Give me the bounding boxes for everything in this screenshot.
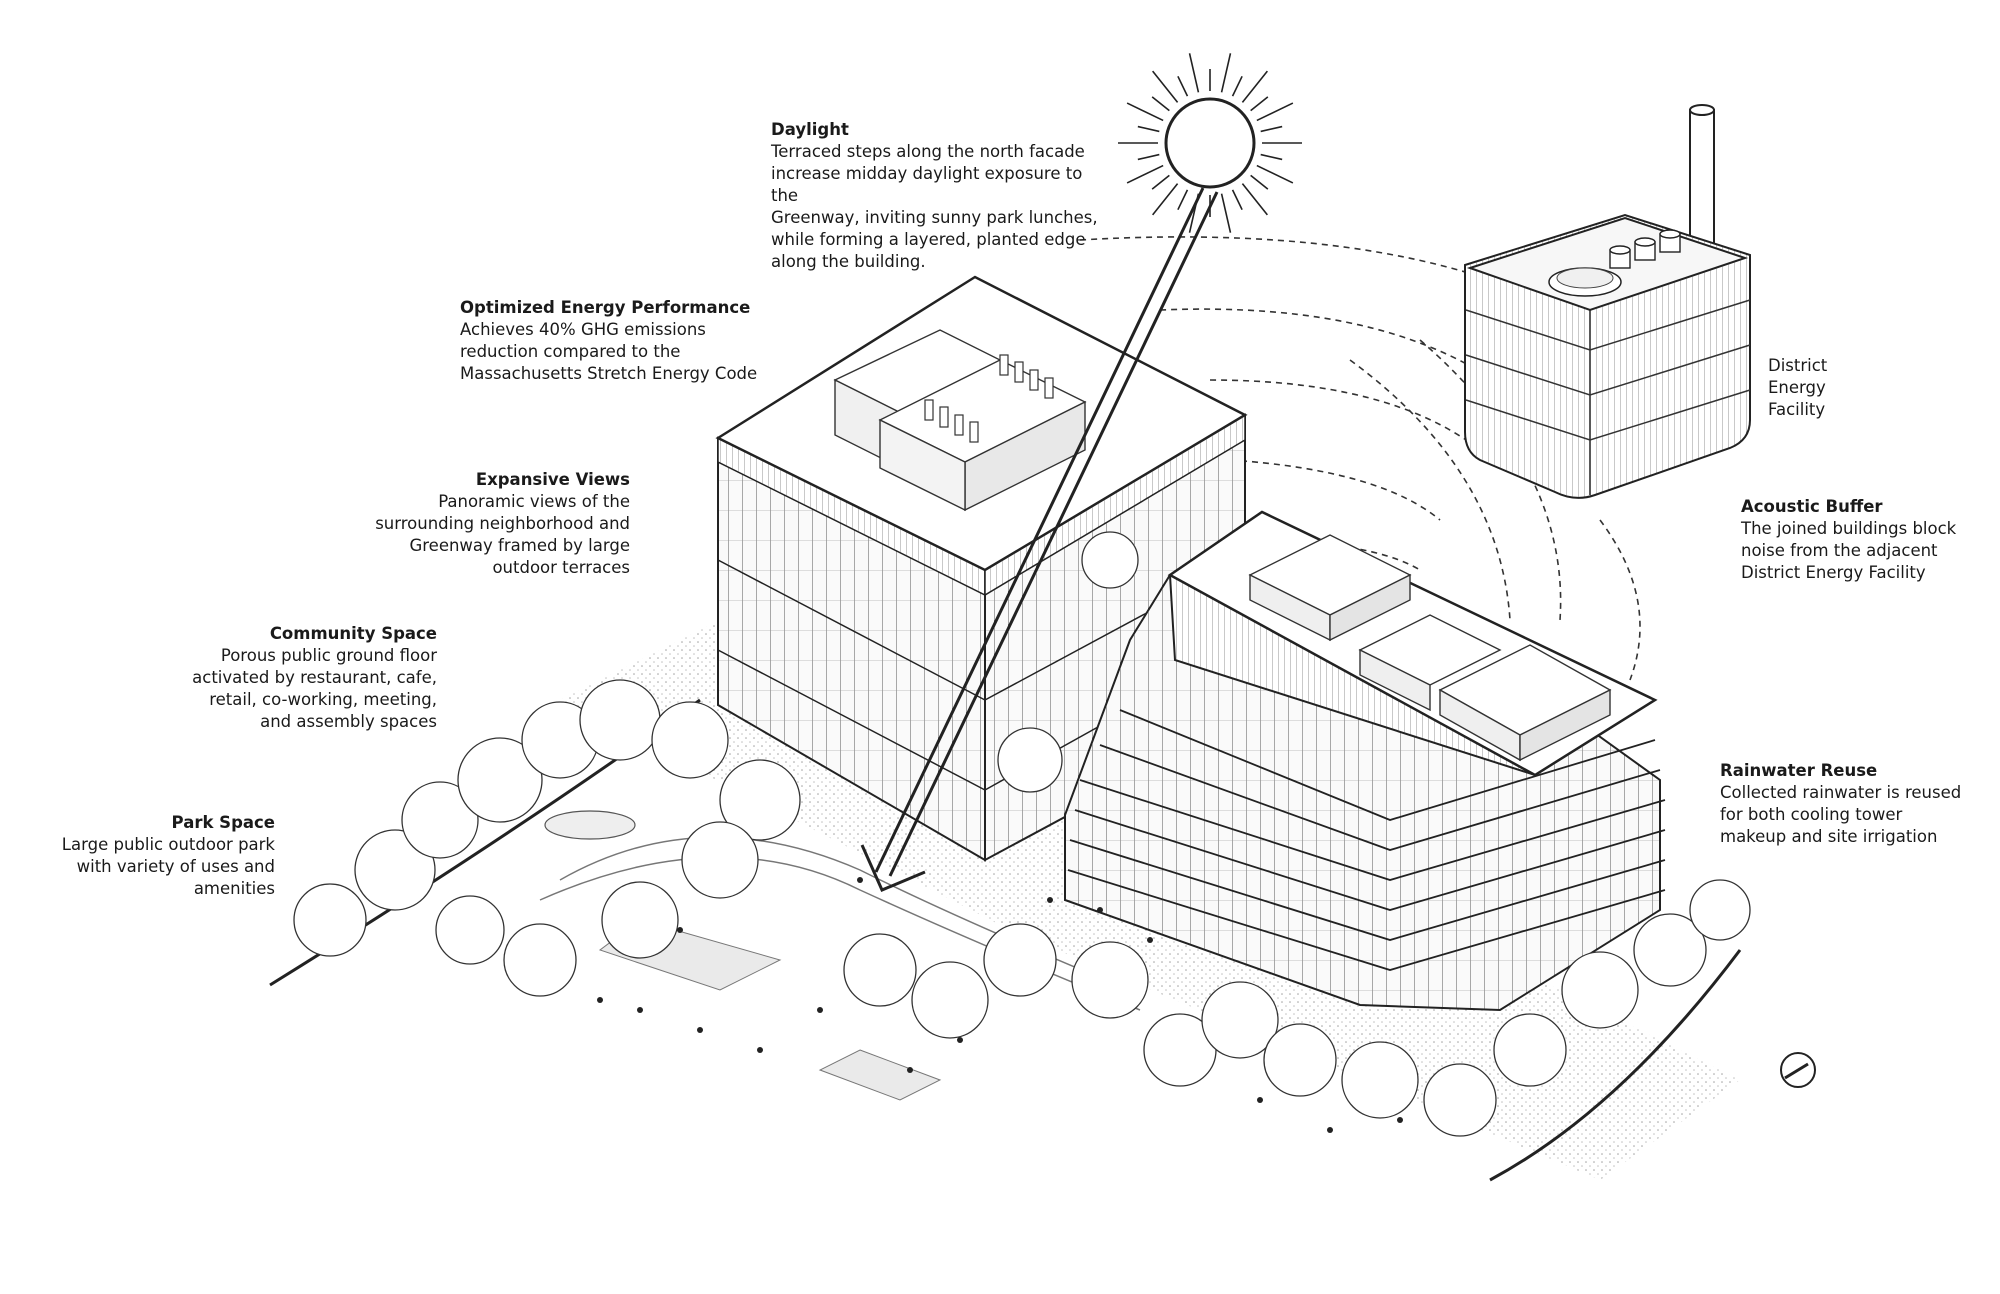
park-annotation: Park Space Large public outdoor park wit… [20, 812, 275, 900]
sun-ray [1260, 153, 1283, 161]
acoustic-line: District Energy Facility [1741, 563, 1926, 582]
energy-line: Massachusetts Stretch Energy Code [460, 364, 758, 383]
daylight-line: increase midday daylight exposure to the [771, 164, 1083, 205]
views-line: outdoor terraces [492, 558, 630, 577]
sun-ray [1188, 53, 1200, 93]
people [597, 877, 1403, 1133]
sun-ray [1260, 125, 1283, 133]
park-line: with variety of uses and [76, 857, 275, 876]
community-line: Porous public ground floor [220, 646, 437, 665]
views-annotation: Expansive Views Panoramic views of the s… [330, 469, 630, 579]
acoustic-line: noise from the adjacent [1741, 541, 1938, 560]
acoustic-annotation: Acoustic Buffer The joined buildings blo… [1741, 496, 1991, 584]
trees [293, 531, 1751, 1137]
views-line: Panoramic views of the [438, 492, 630, 511]
rainwater-line: for both cooling tower [1720, 805, 1903, 824]
terraced-building [1064, 510, 1666, 1012]
park-title: Park Space [171, 813, 275, 832]
sun-ray [1151, 96, 1170, 112]
rainwater-line: makeup and site irrigation [1720, 827, 1938, 846]
daylight-line: while forming a layered, planted edge [771, 230, 1086, 249]
views-title: Expansive Views [475, 470, 630, 489]
sun-ray [1137, 153, 1160, 161]
energy-line: Achieves 40% GHG emissions [460, 320, 706, 339]
sun-ray [1250, 96, 1269, 112]
sun-ray [1220, 53, 1232, 93]
daylight-line: Terraced steps along the north facade [771, 142, 1085, 161]
sun-ray [1177, 75, 1189, 97]
sun-ray [1241, 183, 1268, 216]
sun-ray [1151, 174, 1170, 190]
sun-ray [1177, 189, 1189, 211]
sun-ray [1126, 102, 1164, 122]
acoustic-title: Acoustic Buffer [1741, 497, 1883, 516]
acoustic-line: The joined buildings block [1741, 519, 1957, 538]
facility-label-line: Facility [1768, 400, 1826, 419]
sun-ray [1256, 164, 1294, 184]
community-line: activated by restaurant, cafe, [192, 668, 437, 687]
community-line: retail, co-working, meeting, [209, 690, 437, 709]
views-line: Greenway framed by large [409, 536, 630, 555]
park-line: Large public outdoor park [61, 835, 275, 854]
sun-ray [1152, 70, 1179, 103]
district-energy-facility [1464, 104, 1751, 499]
views-line: surrounding neighborhood and [375, 514, 630, 533]
daylight-line: along the building. [771, 252, 926, 271]
daylight-title: Daylight [771, 120, 849, 139]
sun-icon [1118, 53, 1302, 233]
sun-ray [1250, 174, 1269, 190]
facility-label-line: District [1768, 356, 1828, 375]
facility-label-line: Energy [1768, 378, 1826, 397]
sun-ray [1137, 125, 1160, 133]
north-arrow-icon [1780, 1052, 1816, 1088]
rainwater-annotation: Rainwater Reuse Collected rainwater is r… [1720, 760, 1990, 848]
facility-label: District Energy Facility [1768, 355, 1868, 421]
rainwater-line: Collected rainwater is reused [1720, 783, 1962, 802]
rainwater-title: Rainwater Reuse [1720, 761, 1878, 780]
sun-ray [1231, 189, 1243, 211]
sun-ray [1241, 70, 1268, 103]
community-title: Community Space [269, 624, 437, 643]
community-line: and assembly spaces [260, 712, 437, 731]
community-annotation: Community Space Porous public ground flo… [160, 623, 437, 733]
sun-ray [1231, 75, 1243, 97]
sun-ray [1256, 102, 1294, 122]
energy-annotation: Optimized Energy Performance Achieves 40… [460, 297, 790, 385]
park-line: amenities [193, 879, 275, 898]
daylight-arrow [860, 187, 1219, 892]
sun-ray [1126, 164, 1164, 184]
daylight-annotation: Daylight Terraced steps along the north … [771, 119, 1111, 273]
sun-ray [1152, 183, 1179, 216]
energy-line: reduction compared to the [460, 342, 681, 361]
energy-title: Optimized Energy Performance [460, 298, 751, 317]
daylight-line: Greenway, inviting sunny park lunches, [771, 208, 1098, 227]
sun-ray [1220, 193, 1232, 233]
